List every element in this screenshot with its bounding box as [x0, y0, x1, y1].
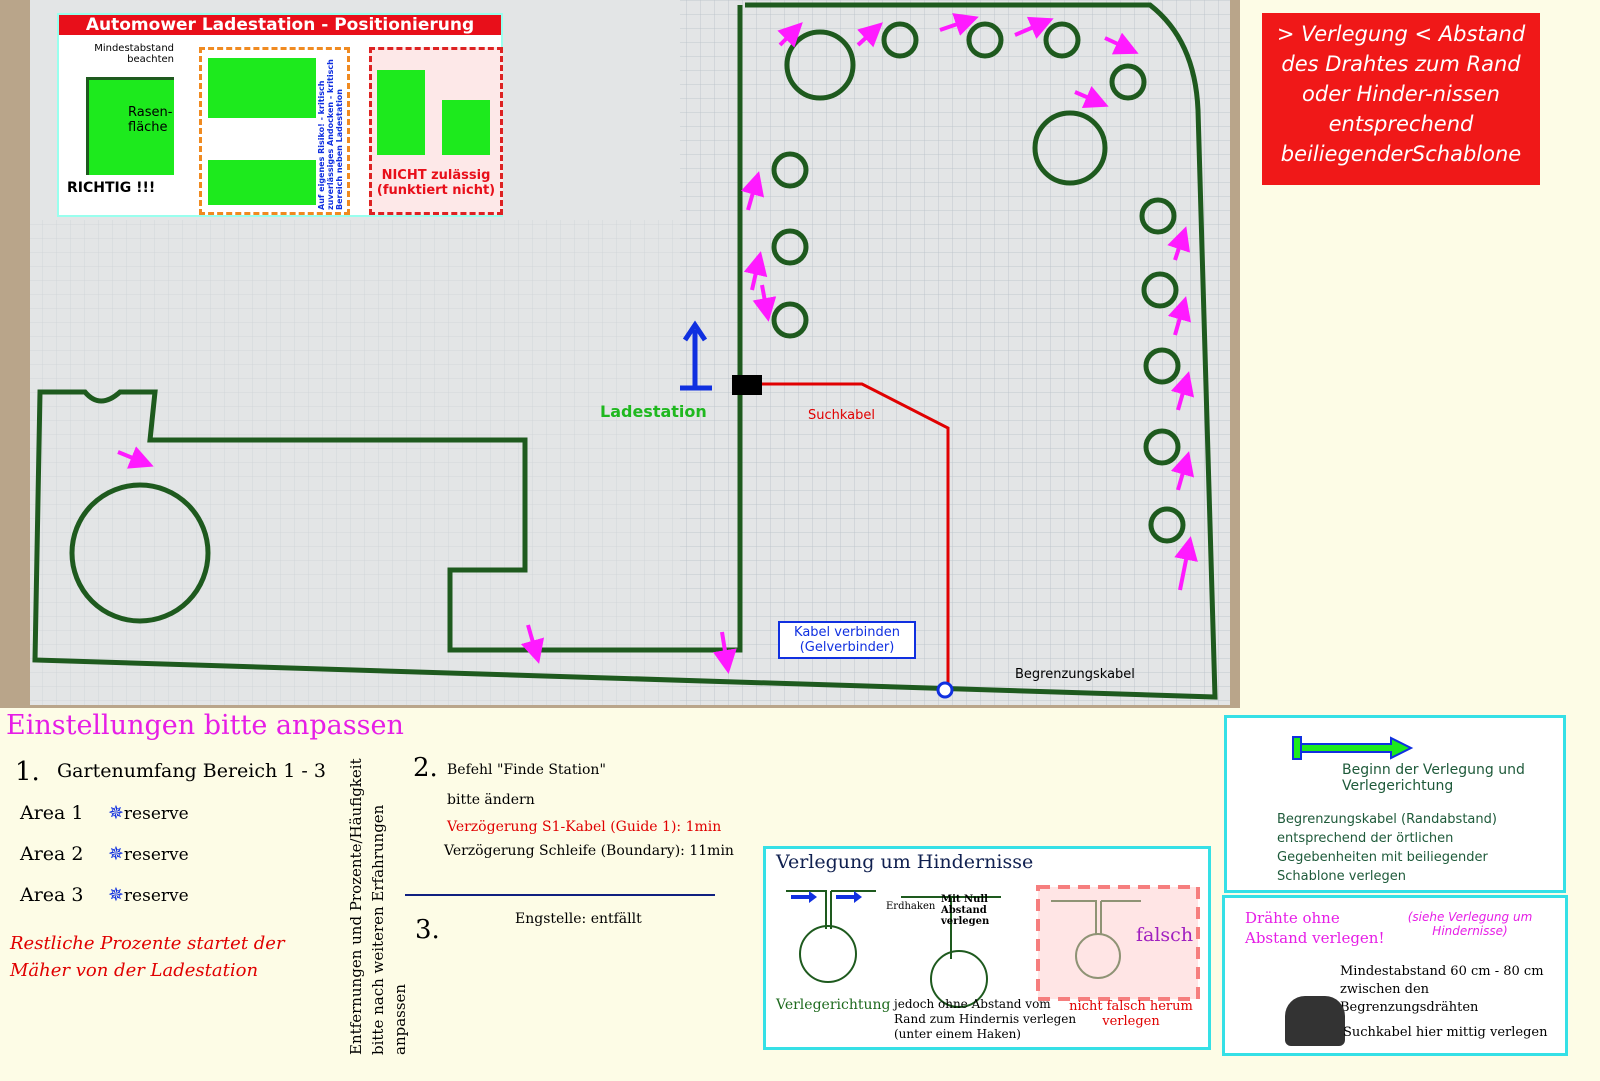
- section-2-sub: bitte ändern: [447, 792, 535, 808]
- settings-title: Einstellungen bitte anpassen: [6, 710, 404, 741]
- layout-note: > Verlegung < Abstand des Drahtes zum Ra…: [1262, 13, 1540, 185]
- risk-box: Auf eigenes Risiko! - kritisch zuverläss…: [199, 47, 350, 215]
- arrow-icons: [117, 13, 1198, 674]
- divider: [405, 894, 715, 896]
- hooks-label: Erdhaken: [886, 901, 936, 912]
- not-allowed-box: NICHT zulässig (funktiert nicht): [369, 47, 503, 215]
- direction-label: Verlegerichtung: [776, 997, 891, 1013]
- obstacles-box: Verlegung um Hindernisse Erdhaken Mit Nu…: [763, 846, 1211, 1050]
- section-2-number: 2.: [413, 753, 438, 783]
- star-icon: ✵: [108, 884, 124, 906]
- info-box: Drähte ohne Abstand verlegen! (siehe Ver…: [1222, 895, 1568, 1056]
- correct-lawn: Rasen-fläche: [86, 77, 174, 175]
- boundary-wire: [32, 2, 1218, 700]
- positioning-legend-card: Automower Ladestation - Positionierung M…: [57, 13, 503, 217]
- correct-label: RICHTIG !!!: [67, 180, 156, 196]
- wrong-caption: nicht falsch herum verlegen: [1069, 999, 1193, 1029]
- connector-icon: [936, 681, 954, 699]
- guide-cable-label: Suchkabel: [808, 408, 876, 423]
- section-1-title: Gartenumfang Bereich 1 - 3: [57, 760, 326, 782]
- wires-note: Drähte ohne Abstand verlegen!: [1245, 909, 1385, 947]
- area-list: Area 1✵reserve1 Area 2✵reserve2 Area 3✵r…: [20, 793, 189, 916]
- boundary-delay: Verzögerung Schleife (Boundary): 11min: [444, 843, 734, 859]
- star-icon: ✵: [108, 843, 124, 865]
- boundary-legend: Begrenzungskabel (Randabstand) entsprech…: [1277, 812, 1497, 884]
- see-note: (siehe Verlegung um Hindernisse): [1407, 910, 1533, 938]
- area-row: Area 1✵reserve1: [20, 802, 189, 824]
- section-3-text: Engstelle: entfällt: [515, 911, 642, 927]
- mower-icon: [1285, 996, 1345, 1046]
- area-row: Area 3✵reserve3: [20, 884, 189, 906]
- section-2-title: Befehl "Finde Station": [447, 762, 606, 778]
- obstacles-title: Verlegung um Hindernisse: [776, 851, 1034, 873]
- vertical-note: Entfernungen und Prozente/Häufigkeit bit…: [347, 758, 409, 1055]
- obstacle-diagrams: [786, 885, 1200, 1008]
- grid-paper: [680, 0, 1230, 705]
- guide-center-note: Suchkabel hier mittig verlegen: [1343, 1025, 1548, 1040]
- start-arrow-icon: [1292, 736, 1414, 760]
- min-distance-label: Mindestabstand beachten: [94, 43, 174, 65]
- star-icon: ✵: [108, 802, 124, 824]
- boundary-cable-label: Begrenzungskabel: [1015, 667, 1135, 682]
- area-row: Area 2✵reserve2: [20, 843, 189, 865]
- no-gap-label: jedoch ohne Abstand vom Rand zum Hindern…: [894, 997, 1077, 1041]
- connect-label: Kabel verbinden (Gelverbinder): [778, 621, 916, 659]
- charging-station-icon: [732, 375, 762, 395]
- min-distance-note: Mindestabstand 60 cm - 80 cm zwischen de…: [1340, 964, 1544, 1015]
- legend-box: Beginn der Verlegung und Verlegerichtung…: [1224, 715, 1566, 893]
- section-3-number: 3.: [415, 915, 440, 945]
- guide-delay: Verzögerung S1-Kabel (Guide 1): 1min: [447, 819, 722, 835]
- zero-distance-label: Mit Null Abstand verlegen: [941, 894, 990, 927]
- charging-station-label: Ladestation: [600, 402, 707, 421]
- start-direction-icon: [680, 320, 712, 391]
- start-legend: Beginn der Verlegung und Verlegerichtung: [1342, 762, 1525, 794]
- section-1-number: 1.: [15, 757, 40, 787]
- guide-cable: [762, 382, 950, 688]
- card-title: Automower Ladestation - Positionierung: [59, 15, 501, 35]
- wrong-label: falsch: [1136, 924, 1194, 946]
- remaining-note: Restliche Prozente startet der Mäher von…: [10, 933, 285, 981]
